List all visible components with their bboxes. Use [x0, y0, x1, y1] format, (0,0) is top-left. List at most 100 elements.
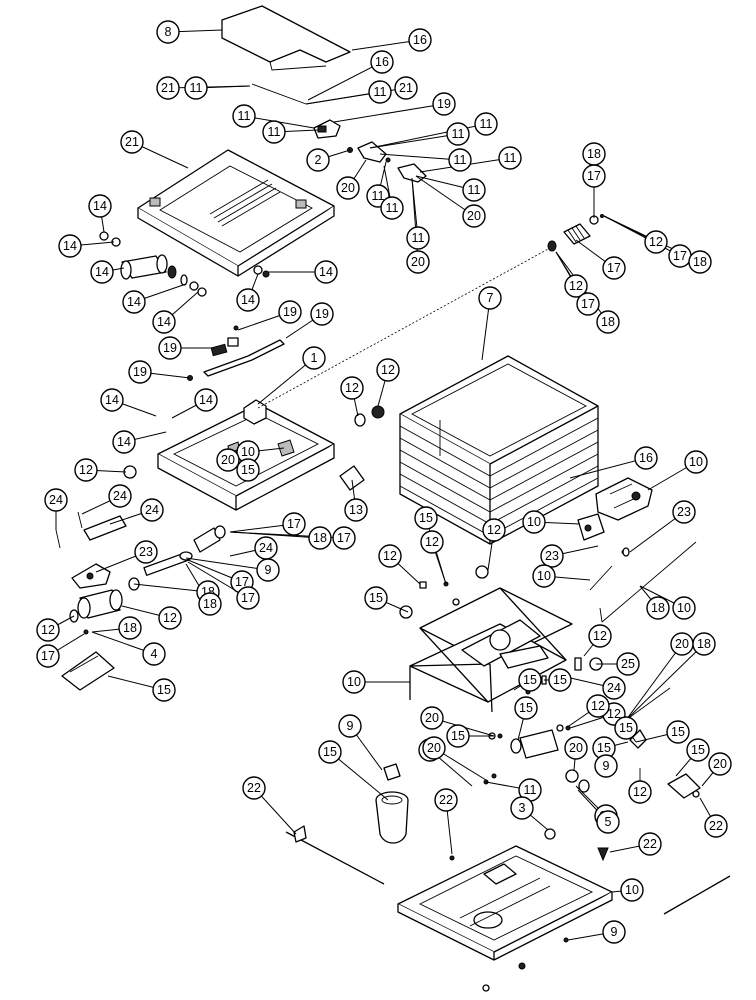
callout-number: 15 — [553, 673, 567, 687]
callout-number: 16 — [639, 451, 653, 465]
callout-14: 14 — [152, 310, 176, 334]
callout-number: 12 — [591, 699, 605, 713]
callout-circle — [232, 104, 256, 128]
callout-circle — [236, 458, 260, 482]
callout-circle — [614, 716, 638, 740]
callout-number: 18 — [601, 315, 615, 329]
callout-circle — [510, 796, 534, 820]
callout-circle — [332, 526, 356, 550]
callout-18: 18 — [118, 616, 142, 640]
callout-17: 17 — [602, 256, 626, 280]
callout-17: 17 — [668, 244, 692, 268]
callout-11: 11 — [184, 76, 208, 100]
callout-18: 18 — [688, 250, 712, 274]
callout-15: 15 — [592, 736, 616, 760]
callout-circle — [498, 146, 522, 170]
callout-12: 12 — [628, 780, 652, 804]
callout-leader — [569, 457, 647, 479]
callout-10: 10 — [522, 510, 546, 534]
callout-number: 12 — [425, 535, 439, 549]
callout-circle — [582, 164, 606, 188]
callout-number: 9 — [603, 759, 610, 773]
callout-17: 17 — [576, 292, 600, 316]
callout-leader — [379, 153, 461, 161]
callout-circle — [394, 76, 418, 100]
callout-circle — [540, 544, 564, 568]
rod — [251, 83, 307, 105]
spring-middle — [339, 465, 365, 491]
callout-circle — [122, 290, 146, 314]
callout-circle — [446, 122, 470, 146]
callout-circle — [282, 512, 306, 536]
callout-12: 12 — [36, 618, 60, 642]
callout-15: 15 — [446, 724, 470, 748]
callout-23: 23 — [672, 500, 696, 524]
long-rod — [285, 825, 385, 885]
callout-number: 7 — [487, 291, 494, 305]
cover-plate — [221, 5, 351, 71]
callout-10: 10 — [342, 670, 366, 694]
callout-number: 24 — [49, 493, 63, 507]
callout-circle — [548, 668, 572, 692]
callout-number: 11 — [524, 783, 537, 797]
callout-circle — [156, 76, 180, 100]
callout-number: 20 — [675, 637, 689, 651]
callout-15: 15 — [364, 586, 388, 610]
callout-number: 14 — [127, 295, 141, 309]
callout-20: 20 — [462, 204, 486, 228]
callout-number: 20 — [713, 757, 727, 771]
callout-number: 14 — [199, 393, 213, 407]
callout-number: 15 — [451, 729, 465, 743]
callout-circle — [242, 776, 266, 800]
callout-circle — [158, 336, 182, 360]
callout-23: 23 — [134, 540, 158, 564]
callout-leader — [257, 357, 315, 405]
callout-leader — [329, 751, 389, 801]
callout-3: 3 — [510, 796, 534, 820]
callout-number: 10 — [677, 601, 691, 615]
callout-15: 15 — [518, 668, 542, 692]
callout-number: 11 — [268, 125, 281, 139]
callout-number: 19 — [283, 305, 297, 319]
callout-circle — [184, 76, 208, 100]
callout-15: 15 — [414, 506, 438, 530]
callout-number: 18 — [587, 147, 601, 161]
actuator — [577, 477, 653, 541]
callout-circle — [616, 652, 640, 676]
callout-circle — [336, 176, 360, 200]
callout-circle — [688, 250, 712, 274]
callout-12: 12 — [588, 624, 612, 648]
callout-11: 11 — [498, 146, 522, 170]
callout-circle — [100, 388, 124, 412]
callout-12: 12 — [376, 358, 400, 382]
nut — [518, 962, 526, 970]
callout-number: 12 — [607, 707, 621, 721]
callout-14: 14 — [100, 388, 124, 412]
callout-circle — [638, 832, 662, 856]
right-linkage — [565, 687, 701, 799]
callout-circle — [302, 346, 326, 370]
callout-number: 11 — [238, 109, 251, 123]
bushing — [547, 240, 557, 252]
callout-circle — [370, 50, 394, 74]
callout-number: 12 — [649, 235, 663, 249]
callout-circle — [708, 752, 732, 776]
callout-circle — [672, 500, 696, 524]
callout-11: 11 — [448, 148, 472, 172]
callout-number: 22 — [643, 837, 657, 851]
roller-lower-left — [69, 589, 123, 635]
callout-circle — [474, 112, 498, 136]
callout-15: 15 — [614, 716, 638, 740]
callout-1: 1 — [302, 346, 326, 370]
callout-circle — [602, 920, 626, 944]
callout-number: 18 — [123, 621, 137, 635]
callout-15: 15 — [686, 738, 710, 762]
callout-circle — [216, 448, 240, 472]
callout-circle — [596, 810, 620, 834]
callout-circle — [262, 120, 286, 144]
callout-number: 11 — [452, 127, 465, 141]
callout-2: 2 — [306, 148, 330, 172]
callout-number: 17 — [607, 261, 621, 275]
callout-circle — [532, 564, 556, 588]
callout-leader — [603, 215, 681, 257]
